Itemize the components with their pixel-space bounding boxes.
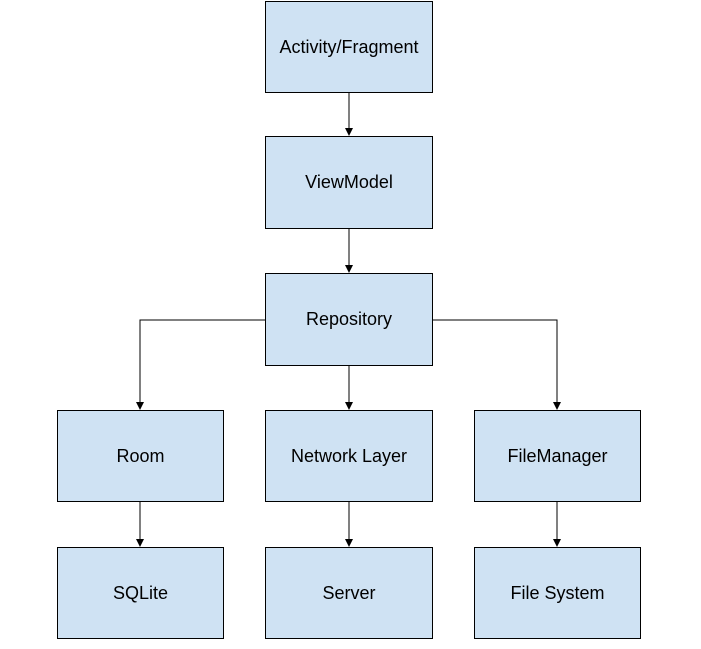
viewmodel-label: ViewModel bbox=[305, 172, 393, 192]
room-node: Room bbox=[57, 410, 224, 502]
sqlite-label: SQLite bbox=[112, 582, 169, 603]
file-system-label: File System bbox=[510, 582, 605, 603]
file-system-node: File System bbox=[474, 547, 641, 639]
activity-fragment-label: Activity/Fragment bbox=[279, 36, 419, 57]
edge-repository-room bbox=[136, 319, 265, 410]
activity-fragment-node: Activity/Fragment bbox=[265, 1, 433, 93]
edge-repository-filemanager bbox=[433, 319, 561, 410]
server-label: Server bbox=[322, 582, 376, 603]
viewmodel-node: ViewModel bbox=[265, 136, 433, 229]
server-node: Server bbox=[265, 547, 433, 639]
repository-label: Repository bbox=[305, 309, 393, 329]
repository-node: Repository bbox=[265, 273, 433, 366]
room-label: Room bbox=[116, 445, 165, 466]
network-layer-label: Network Layer bbox=[290, 445, 408, 466]
filemanager-label: FileManager bbox=[507, 445, 608, 466]
network-layer-node: Network Layer bbox=[265, 410, 433, 502]
sqlite-node: SQLite bbox=[57, 547, 224, 639]
filemanager-node: FileManager bbox=[474, 410, 641, 502]
